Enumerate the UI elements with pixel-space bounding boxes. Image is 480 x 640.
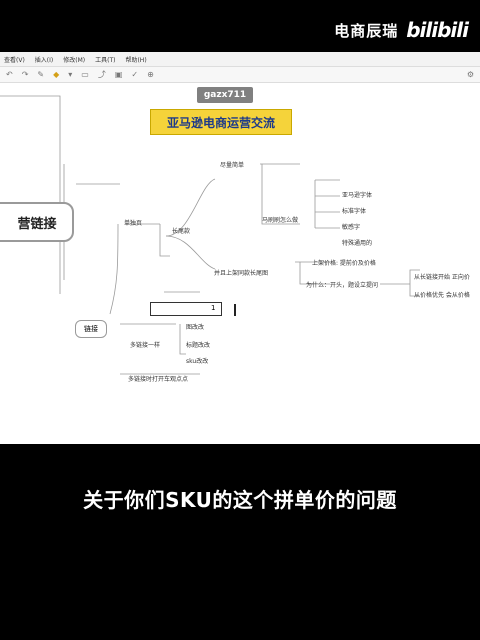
title-banner[interactable]: 亚马逊电商运营交流 [150,109,292,135]
undo-icon[interactable]: ↶ [6,70,13,79]
mark-icon[interactable]: ✓ [131,70,139,79]
redo-icon[interactable]: ↷ [21,70,29,79]
left-node-label: 营链接 [17,216,57,232]
settings-icon[interactable]: ⚙ [466,70,474,79]
link-node-label: 链接 [84,325,98,333]
node-single-page[interactable]: 单独页 [124,220,143,227]
link-node[interactable]: 链接 [75,320,107,338]
image-icon[interactable]: ▣ [114,70,123,79]
video-subtitle: 关于你们SKU的这个拼单价的问题 [83,488,397,512]
node-change-1[interactable]: 标题改改 [186,342,211,349]
toolbar: ↶ ↷ ✎ ◆ ▾ ▭ ⤴ ▣ ✓ ⊕ ⚙ [0,67,480,83]
node-icon[interactable]: ▭ [81,70,89,79]
menu-insert[interactable]: 插入(I) [34,56,54,64]
leaf-qa-2[interactable]: 敏感字 [342,224,361,231]
node-reason[interactable]: 上架价格: 提前价及价格 [312,260,376,267]
connect-icon[interactable]: ⤴ [97,70,106,79]
node-parallel[interactable]: 并且上架同款长尾图 [214,270,269,277]
node-change-2[interactable]: sku改改 [186,358,209,365]
mindmap-canvas[interactable]: 营链接 gazx711 亚马逊电商运营交流 链接 单独页 长尾款 尽量简单 马刷… [0,84,480,444]
watermark: 电商辰瑞 bilibili [334,18,469,42]
style-icon[interactable]: ◆ [53,70,60,79]
app-screenshot: 查看(V) 插入(I) 修改(M) 工具(T) 帮助(H) ↶ ↷ ✎ ◆ ▾ … [0,52,480,444]
text-cursor [234,304,236,316]
node-why[interactable]: 为什么：开头，题设立提问 [306,282,379,289]
menu-modify[interactable]: 修改(M) [63,56,86,64]
mindmap-connectors [0,95,420,375]
title-banner-text: 亚马逊电商运营交流 [166,115,275,130]
left-node[interactable]: 营链接 [0,202,74,242]
leaf-qa-0[interactable]: 亚马逊字体 [342,192,373,199]
menu-view[interactable]: 查看(V) [4,56,25,64]
menu-tools[interactable]: 工具(T) [95,56,116,64]
menu-bar: 查看(V) 插入(I) 修改(M) 工具(T) 帮助(H) [0,52,480,67]
menu-help[interactable]: 帮助(H) [125,56,147,64]
leaf-qa-3[interactable]: 特殊通用的 [342,240,373,247]
watermark-cn: 电商辰瑞 [334,21,399,40]
node-dup-title[interactable]: 尽量简单 [220,162,245,169]
user-tag-text: gazx711 [203,90,247,100]
selected-node[interactable]: 1 [150,302,222,316]
leaf-qa-1[interactable]: 标准字体 [342,208,367,215]
node-multi-link[interactable]: 多链接一样 [130,342,161,349]
format-painter-icon[interactable]: ✎ [37,70,45,79]
node-qa-title[interactable]: 马刷刷怎么做 [262,217,299,224]
node-far-right-1[interactable]: 从长链接开始 正向价 [414,274,470,281]
node-bottom-note[interactable]: 多链接时打开车观点点 [128,376,189,383]
color-icon[interactable]: ▾ [68,70,73,79]
node-far-right-2[interactable]: 从价格优先 会从价格 [414,292,470,299]
bilibili-logo: bilibili [406,18,469,42]
node-long-tail[interactable]: 长尾款 [172,228,191,235]
user-tag: gazx711 [197,87,253,103]
node-change-0[interactable]: 图改改 [186,324,205,331]
zoom-icon[interactable]: ⊕ [147,70,154,79]
selected-node-text: 1 [211,304,216,312]
